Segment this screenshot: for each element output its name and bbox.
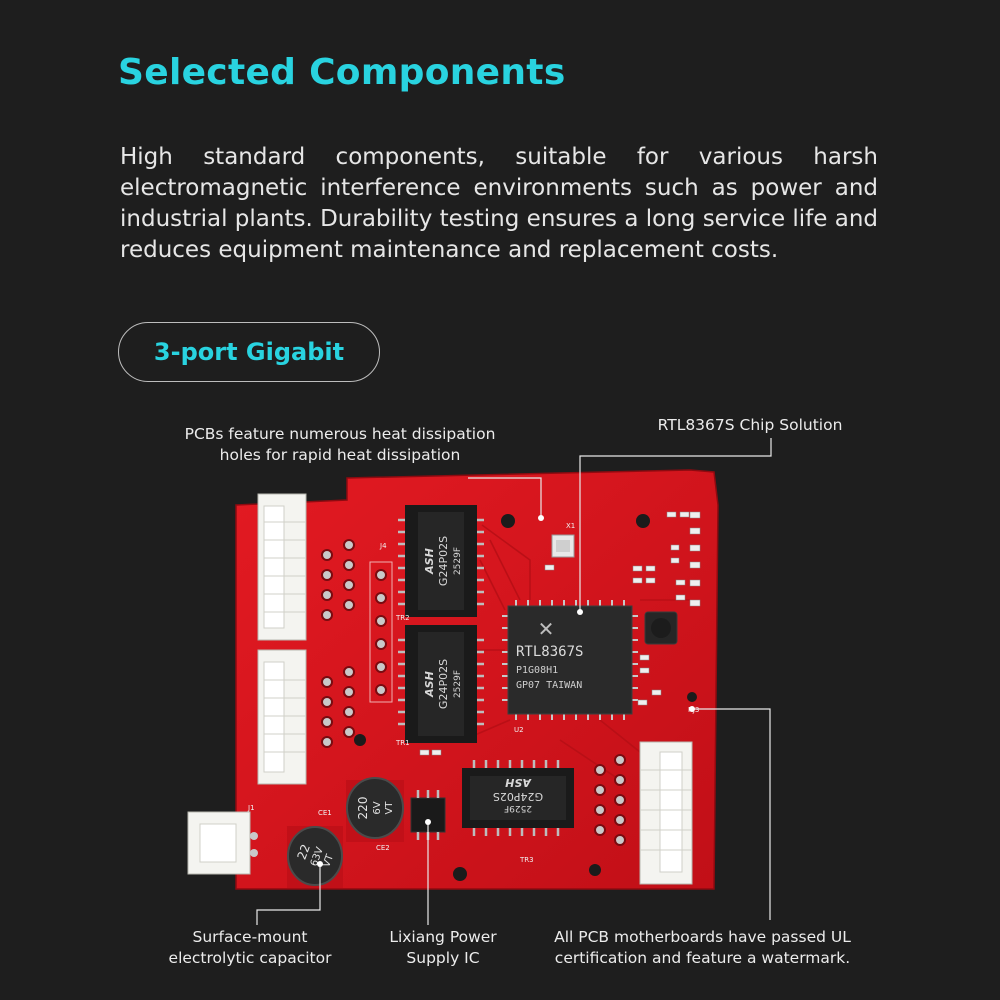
capacitor-ce2: 220 6V VT (346, 777, 404, 842)
tr3-code: 2529F (504, 803, 532, 813)
ref-j1: J1 (247, 804, 255, 812)
cap-small-brand: VT (321, 852, 336, 869)
realtek-logo-icon: ✕ (538, 617, 555, 641)
chip-marking-line2: P1G08H1 (516, 665, 558, 676)
callout-capacitor-line2: electrolytic capacitor (168, 949, 332, 967)
callout-chip-solution: RTL8367S Chip Solution (630, 415, 870, 436)
page-title: Selected Components (118, 52, 566, 93)
tr2-model: G24P02S (437, 659, 450, 709)
power-connector (187, 811, 258, 875)
ref-x1: X1 (566, 522, 575, 530)
ref-ce1: CE1 (318, 809, 332, 817)
callout-ul-line2: certification and feature a watermark. (554, 949, 851, 967)
cap-small-value: 22 (295, 842, 313, 861)
callout-chip-text: RTL8367S Chip Solution (657, 416, 843, 434)
tr1-code: 2529F (453, 547, 463, 575)
solder-pads-right (594, 754, 626, 846)
mounting-holes (354, 514, 697, 881)
tr2-brand: ASH (423, 671, 436, 698)
callout-heat-line1: PCBs feature numerous heat dissipation (184, 425, 496, 443)
callout-heat-dissipation: PCBs feature numerous heat dissipation h… (140, 424, 540, 466)
ref-tr1: TR1 (395, 739, 410, 747)
chip-marking-line3: GP07 TAIWAN (516, 680, 582, 691)
callout-leader-lines (256, 438, 772, 925)
callout-capacitor: Surface-mount electrolytic capacitor (150, 927, 350, 969)
ref-tr2: TR2 (395, 614, 410, 622)
ref-u2: U2 (514, 726, 524, 734)
transformer-tr2: ASH G24P02S 2529F (398, 625, 484, 743)
callout-capacitor-line1: Surface-mount (192, 928, 308, 946)
solder-pads-left (321, 539, 387, 748)
capacitor-ce1: 22 63V VT (287, 826, 343, 888)
cap-large-voltage: 6V (372, 801, 383, 814)
port-count-badge: 3-port Gigabit (118, 322, 380, 382)
transformer-tr1: ASH G24P02S 2529F (398, 505, 484, 617)
cap-large-value: 220 (356, 797, 370, 820)
callout-power-line1: Lixiang Power (389, 928, 497, 946)
description-text: High standard components, suitable for v… (120, 144, 879, 263)
ref-tr3: TR3 (519, 856, 534, 864)
callout-power-line2: Supply IC (406, 949, 480, 967)
cap-large-brand: VT (384, 801, 395, 815)
port-count-label: 3-port Gigabit (153, 338, 345, 366)
tr1-brand: ASH (423, 548, 436, 575)
callout-ul-line1: All PCB motherboards have passed UL (554, 928, 851, 946)
tr3-model: G24P02S (493, 790, 543, 803)
smd-components (419, 511, 701, 756)
chip-marking-line1: RTL8367S (516, 644, 583, 660)
callout-power-ic: Lixiang Power Supply IC (365, 927, 521, 969)
ref-ce2: CE2 (376, 844, 390, 852)
rtl8367s-chip: ✕ RTL8367S P1G08H1 GP07 TAIWAN (502, 600, 638, 720)
ref-j4: J4 (379, 542, 387, 550)
callout-ul-certification: All PCB motherboards have passed UL cert… (535, 927, 870, 969)
tr2-code: 2529F (453, 670, 463, 698)
transformer-tr3: 2529F G24P02S ASH (462, 760, 574, 836)
callout-heat-line2: holes for rapid heat dissipation (219, 446, 461, 464)
tr1-model: G24P02S (437, 536, 450, 586)
tr3-brand: ASH (505, 776, 532, 789)
